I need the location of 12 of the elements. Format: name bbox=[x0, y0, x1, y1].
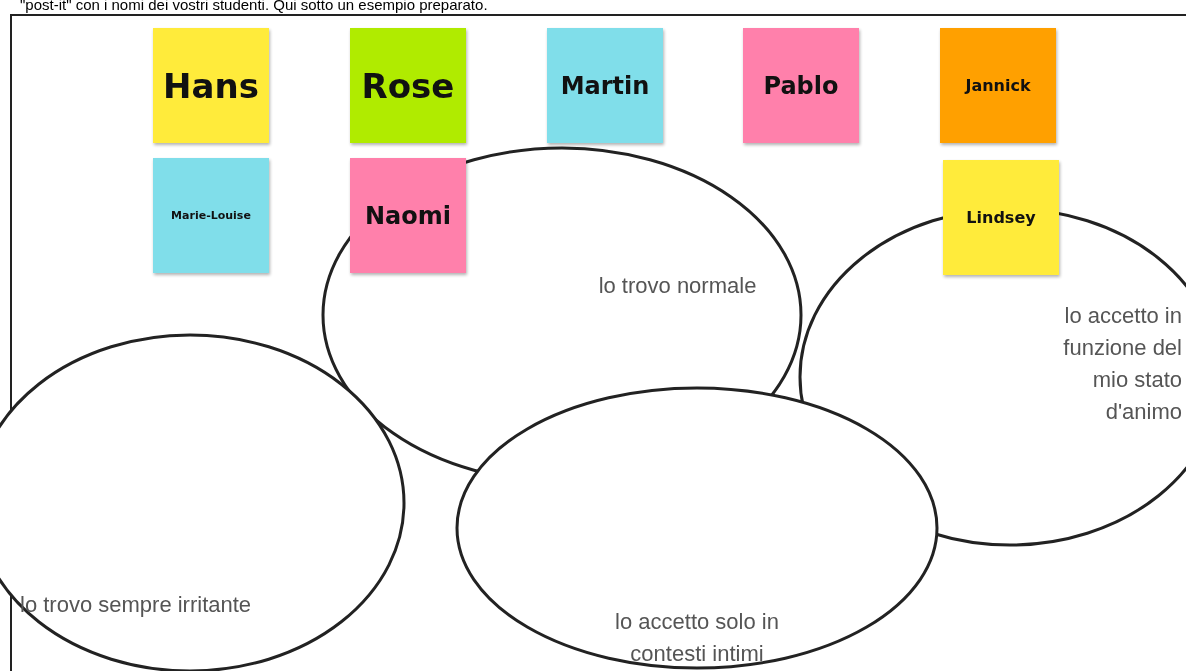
sticky-note: Marie-Louise bbox=[153, 158, 269, 273]
sticky-note: Jannick bbox=[940, 28, 1056, 143]
category-label: lo accetto solo in contesti intimi bbox=[614, 608, 780, 668]
sticky-note: Martin bbox=[547, 28, 663, 143]
sticky-note: Rose bbox=[350, 28, 466, 143]
category-label: lo trovo normale bbox=[597, 272, 758, 300]
sticky-note: Pablo bbox=[743, 28, 859, 143]
instruction-text: "post-it" con i nomi dei vostri studenti. Qui sotto un esempio preparato. bbox=[20, 0, 488, 13]
category-label: lo trovo sempre irritante bbox=[20, 591, 253, 619]
category-label: lo accetto in funzione del mio stato d'animo bbox=[1062, 302, 1182, 426]
sticky-note: Lindsey bbox=[943, 160, 1059, 275]
sticky-note: Hans bbox=[153, 28, 269, 143]
